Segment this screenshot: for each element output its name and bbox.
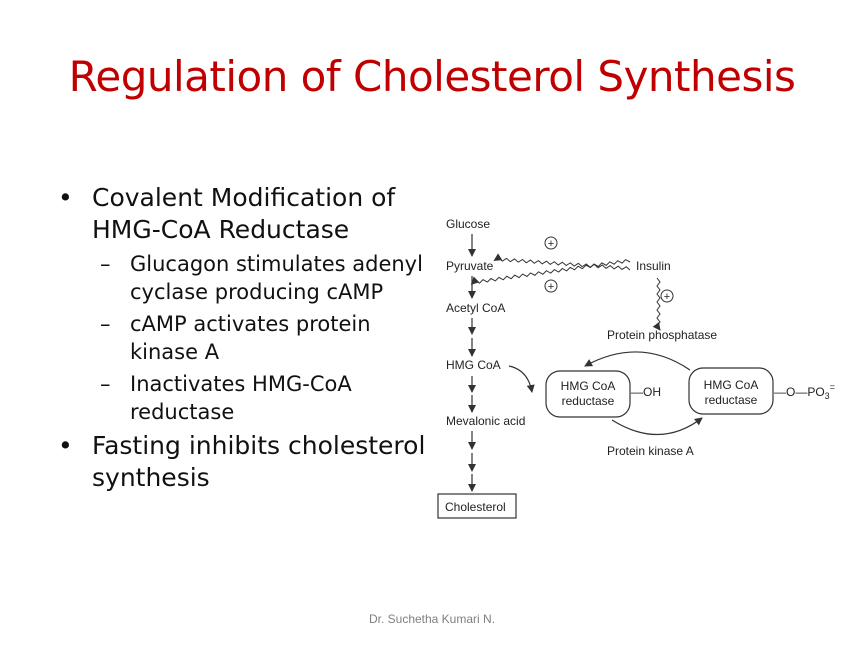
- sub-bullet-glucagon: –Glucagon stimulates adenyl cyclase prod…: [58, 250, 438, 306]
- arrow-kinase-phosphorylation: [611, 417, 703, 436]
- pyruvate-label: Pyruvate: [446, 259, 494, 273]
- bullet-list: • Covalent Modification of HMG-CoA Reduct…: [58, 182, 438, 498]
- plus-text: +: [664, 291, 670, 303]
- enzyme-name-line2: reductase: [562, 394, 615, 408]
- acetyl-coa-label: Acetyl CoA: [446, 301, 505, 315]
- arrow-phosphatase-dephosphorylation: [584, 351, 691, 371]
- hmg-coa-reductase-active: [545, 370, 631, 418]
- bullet-dot: •: [58, 431, 73, 460]
- bullet-covalent-modification: • Covalent Modification of HMG-CoA Reduct…: [58, 182, 438, 246]
- wavy-arrow-insulin-glucose: [470, 258, 631, 285]
- oh-group-label: —OH: [631, 385, 661, 399]
- dash: –: [100, 252, 111, 276]
- glucose-label: Glucose: [446, 217, 490, 231]
- plus-sign-glucose: +: [544, 236, 558, 250]
- bullet-text: Covalent Modification of HMG-CoA Reducta…: [92, 183, 396, 244]
- bullet-fasting: • Fasting inhibits cholesterol synthesis: [58, 430, 438, 494]
- protein-kinase-a-label: Protein kinase A: [607, 444, 694, 458]
- sub-bullet-text: Inactivates HMG-CoA reductase: [130, 372, 352, 424]
- footer-author: Dr. Suchetha Kumari N.: [368, 612, 496, 626]
- plus-text: +: [548, 281, 554, 293]
- bullet-dot: •: [58, 183, 73, 212]
- hmg-coa-label: HMG CoA: [446, 358, 501, 372]
- sub-bullet-inactivates: –Inactivates HMG-CoA reductase: [58, 370, 438, 426]
- enzyme-name-line1: HMG CoA: [704, 378, 759, 392]
- dash: –: [100, 312, 111, 336]
- phosphate-group-label: —O—PO3=: [774, 382, 835, 401]
- cholesterol-box: [437, 493, 517, 519]
- slide-title: Regulation of Cholesterol Synthesis: [68, 52, 796, 101]
- sub-bullet-text: Glucagon stimulates adenyl cyclase produ…: [130, 252, 423, 304]
- hmg-coa-reductase-phosphorylated: [688, 367, 774, 415]
- wavy-arrow-insulin-phosphatase: [652, 277, 661, 331]
- wavy-arrow-insulin-pyruvate: [493, 253, 631, 271]
- cholesterol-label: Cholesterol: [445, 500, 506, 514]
- mevalonic-acid-label: Mevalonic acid: [446, 414, 525, 428]
- plus-sign-phosphatase: +: [660, 289, 674, 303]
- plus-text: +: [548, 238, 554, 250]
- enzyme-name-line1: HMG CoA: [561, 379, 616, 393]
- arrow-hmgcoa-enzyme: [508, 365, 535, 393]
- sub-bullet-text: cAMP activates protein kinase A: [130, 312, 371, 364]
- sub-bullet-camp: –cAMP activates protein kinase A: [58, 310, 438, 366]
- plus-sign-pyruvate: +: [544, 279, 558, 293]
- bullet-text: Fasting inhibits cholesterol synthesis: [92, 431, 426, 492]
- insulin-label: Insulin: [636, 259, 671, 273]
- protein-phosphatase-label: Protein phosphatase: [607, 328, 717, 342]
- dash: –: [100, 372, 111, 396]
- enzyme-name-line2: reductase: [705, 393, 758, 407]
